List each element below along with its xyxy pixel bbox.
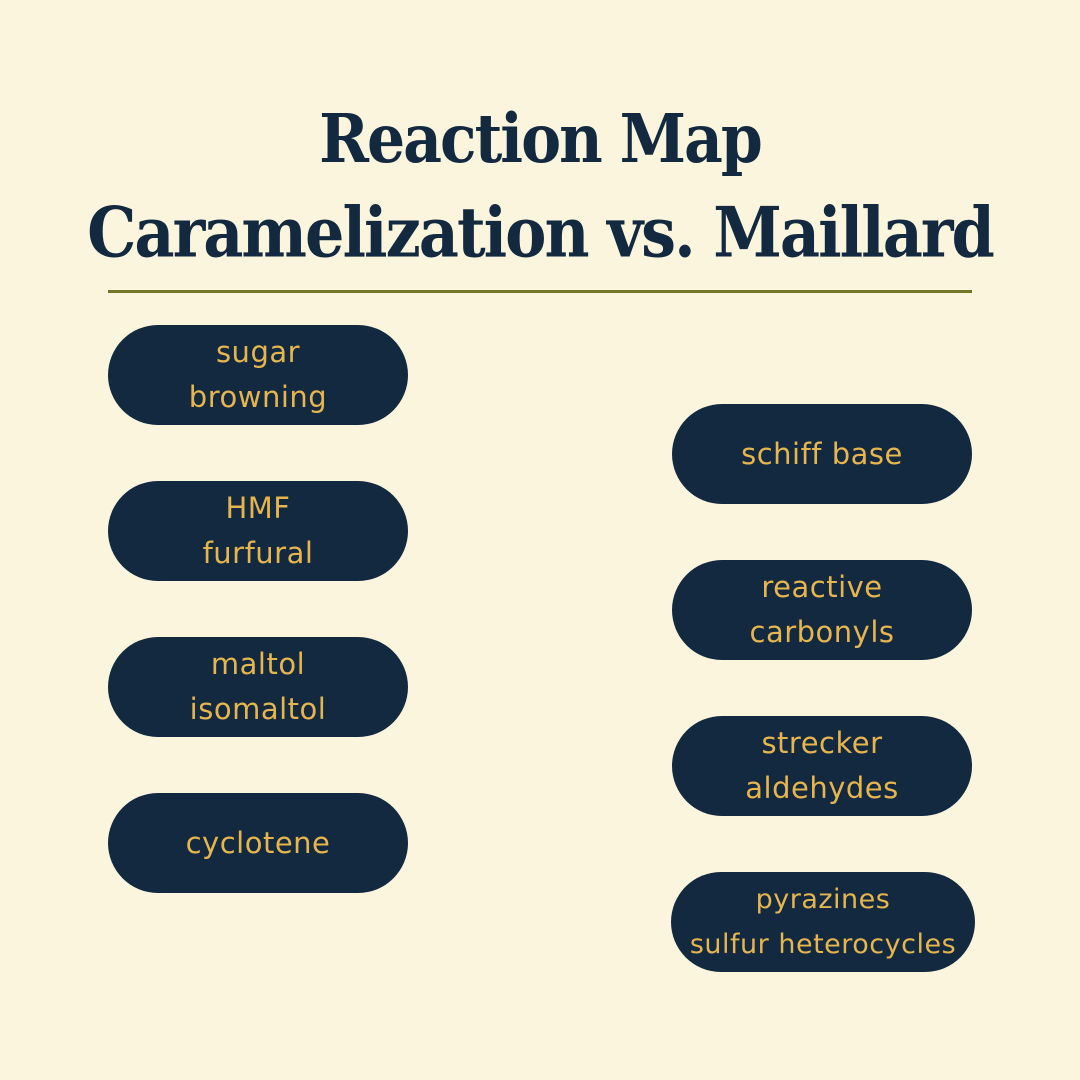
title-line-1: Reaction Map (319, 100, 763, 180)
node-strecker-aldehydes: strecker aldehydes (672, 716, 972, 816)
node-schiff-base: schiff base (672, 404, 972, 504)
node-label-line: pyrazines (755, 884, 891, 915)
node-cyclotene: cyclotene (108, 793, 408, 893)
node-label-line: reactive (761, 570, 883, 604)
node-label-line: isomaltol (189, 692, 327, 726)
node-label-line: aldehydes (745, 771, 899, 805)
node-hmf-furfural: HMF furfural (108, 481, 408, 581)
node-label-line: HMF (225, 491, 291, 525)
page-title: Reaction Map Caramelization vs. Maillard (0, 100, 1080, 269)
title-divider-rule (108, 290, 972, 293)
node-sugar-browning: sugar browning (108, 325, 408, 425)
node-pyrazines-sulfur-heterocycles: pyrazines sulfur heterocycles (671, 872, 975, 972)
node-maltol-isomaltol: maltol isomaltol (108, 637, 408, 737)
node-label-line: sulfur heterocycles (689, 929, 957, 960)
node-label-line: browning (188, 380, 328, 414)
node-label-line: furfural (202, 536, 314, 570)
title-line-2: Caramelization vs. Maillard (87, 191, 995, 274)
node-label-line: schiff base (741, 436, 903, 471)
node-label-line: carbonyls (749, 615, 895, 649)
node-label-line: sugar (215, 335, 301, 369)
node-label-line: maltol (210, 647, 306, 681)
node-reactive-carbonyls: reactive carbonyls (672, 560, 972, 660)
node-label-line: cyclotene (185, 825, 331, 860)
node-label-line: strecker (761, 726, 883, 760)
